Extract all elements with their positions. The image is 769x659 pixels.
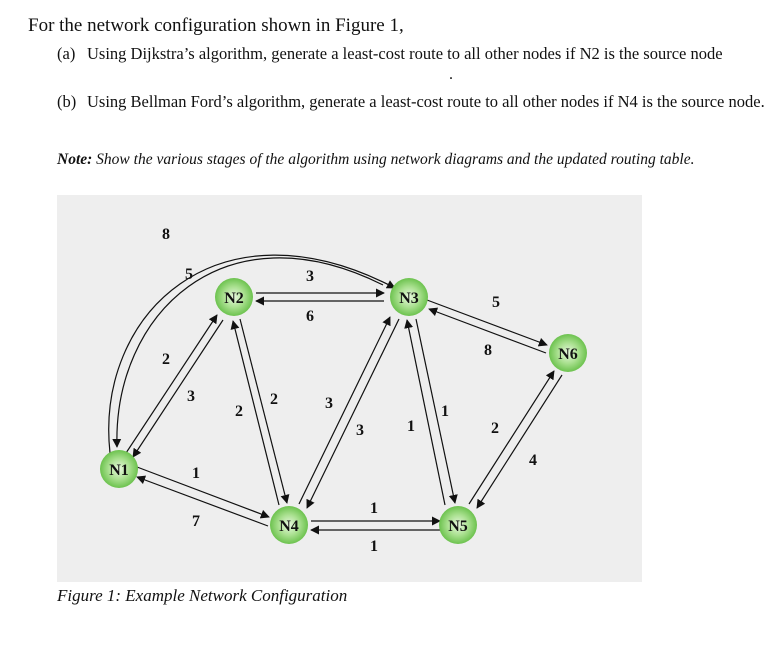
edge-n3-n6 — [426, 299, 548, 347]
node-n2: N2 — [215, 278, 253, 316]
node-label: N4 — [279, 518, 299, 535]
edge-n5-n3 — [404, 319, 446, 506]
edge-label: 3 — [356, 422, 364, 439]
edge-n3-n4 — [306, 318, 400, 509]
edge-label: 7 — [192, 513, 200, 530]
question-a-text: Using Dijkstra’s algorithm, generate a l… — [87, 44, 723, 63]
edge-label: 4 — [529, 452, 537, 469]
stray-mark: . — [449, 66, 453, 83]
edge-n1-n4 — [136, 466, 270, 519]
node-label: N3 — [399, 290, 419, 307]
edge-label: 1 — [407, 418, 415, 435]
edge-label: 1 — [441, 403, 449, 420]
question-b-text: Using Bellman Ford’s algorithm, generate… — [87, 92, 765, 111]
node-n3: N3 — [390, 278, 428, 316]
node-n6: N6 — [549, 334, 587, 372]
question-a-label: (a) — [57, 44, 76, 63]
edge-n6-n3 — [428, 307, 547, 354]
figure-caption: Figure 1: Example Network Configuration — [57, 586, 348, 605]
edge-n1-n2 — [125, 314, 218, 454]
network-diagram: 8 5 3 6 5 8 2 3 2 2 3 3 1 1 2 4 1 7 1 1 … — [100, 226, 587, 555]
edge-label: 2 — [162, 351, 170, 368]
node-n4: N4 — [270, 506, 308, 544]
edge-label: 5 — [185, 266, 193, 283]
edge-n5-n6 — [468, 370, 555, 505]
edge-label: 3 — [306, 268, 314, 285]
edge-label: 6 — [306, 308, 314, 325]
edge-label: 2 — [491, 420, 499, 437]
edge-n2-n1 — [132, 319, 224, 458]
edge-label: 2 — [270, 391, 278, 408]
note-label: Note: — [57, 151, 93, 168]
edge-label: 2 — [235, 403, 243, 420]
edge-label: 1 — [370, 538, 378, 555]
node-n5: N5 — [439, 506, 477, 544]
edge-label: 1 — [192, 465, 200, 482]
edge-label: 8 — [484, 342, 492, 359]
node-label: N2 — [224, 290, 244, 307]
node-label: N5 — [448, 518, 468, 535]
network-figure: 8 5 3 6 5 8 2 3 2 2 3 3 1 1 2 4 1 7 1 1 … — [57, 195, 642, 582]
edge-n4-n2 — [230, 320, 280, 506]
node-label: N1 — [109, 462, 129, 479]
edge-n2-n4 — [239, 318, 290, 504]
node-label: N6 — [558, 346, 578, 363]
edge-label: 8 — [162, 226, 170, 243]
edge-label: 3 — [325, 395, 333, 412]
edge-n6-n5 — [476, 374, 563, 509]
question-b-label: (b) — [57, 92, 77, 111]
note-text: Show the various stages of the algorithm… — [96, 151, 695, 168]
edge-label: 3 — [187, 388, 195, 405]
edge-n3-n1 — [112, 257, 384, 448]
node-n1: N1 — [100, 450, 138, 488]
edge-label: 5 — [492, 294, 500, 311]
edge-n4-n1 — [136, 475, 269, 527]
edge-n1-n3 — [108, 254, 396, 454]
intro-text: For the network configuration shown in F… — [28, 15, 404, 36]
note: Note: Show the various stages of the alg… — [57, 151, 694, 169]
edge-n4-n3 — [298, 316, 391, 505]
edge-label: 1 — [370, 500, 378, 517]
edge-n3-n5 — [415, 318, 458, 504]
